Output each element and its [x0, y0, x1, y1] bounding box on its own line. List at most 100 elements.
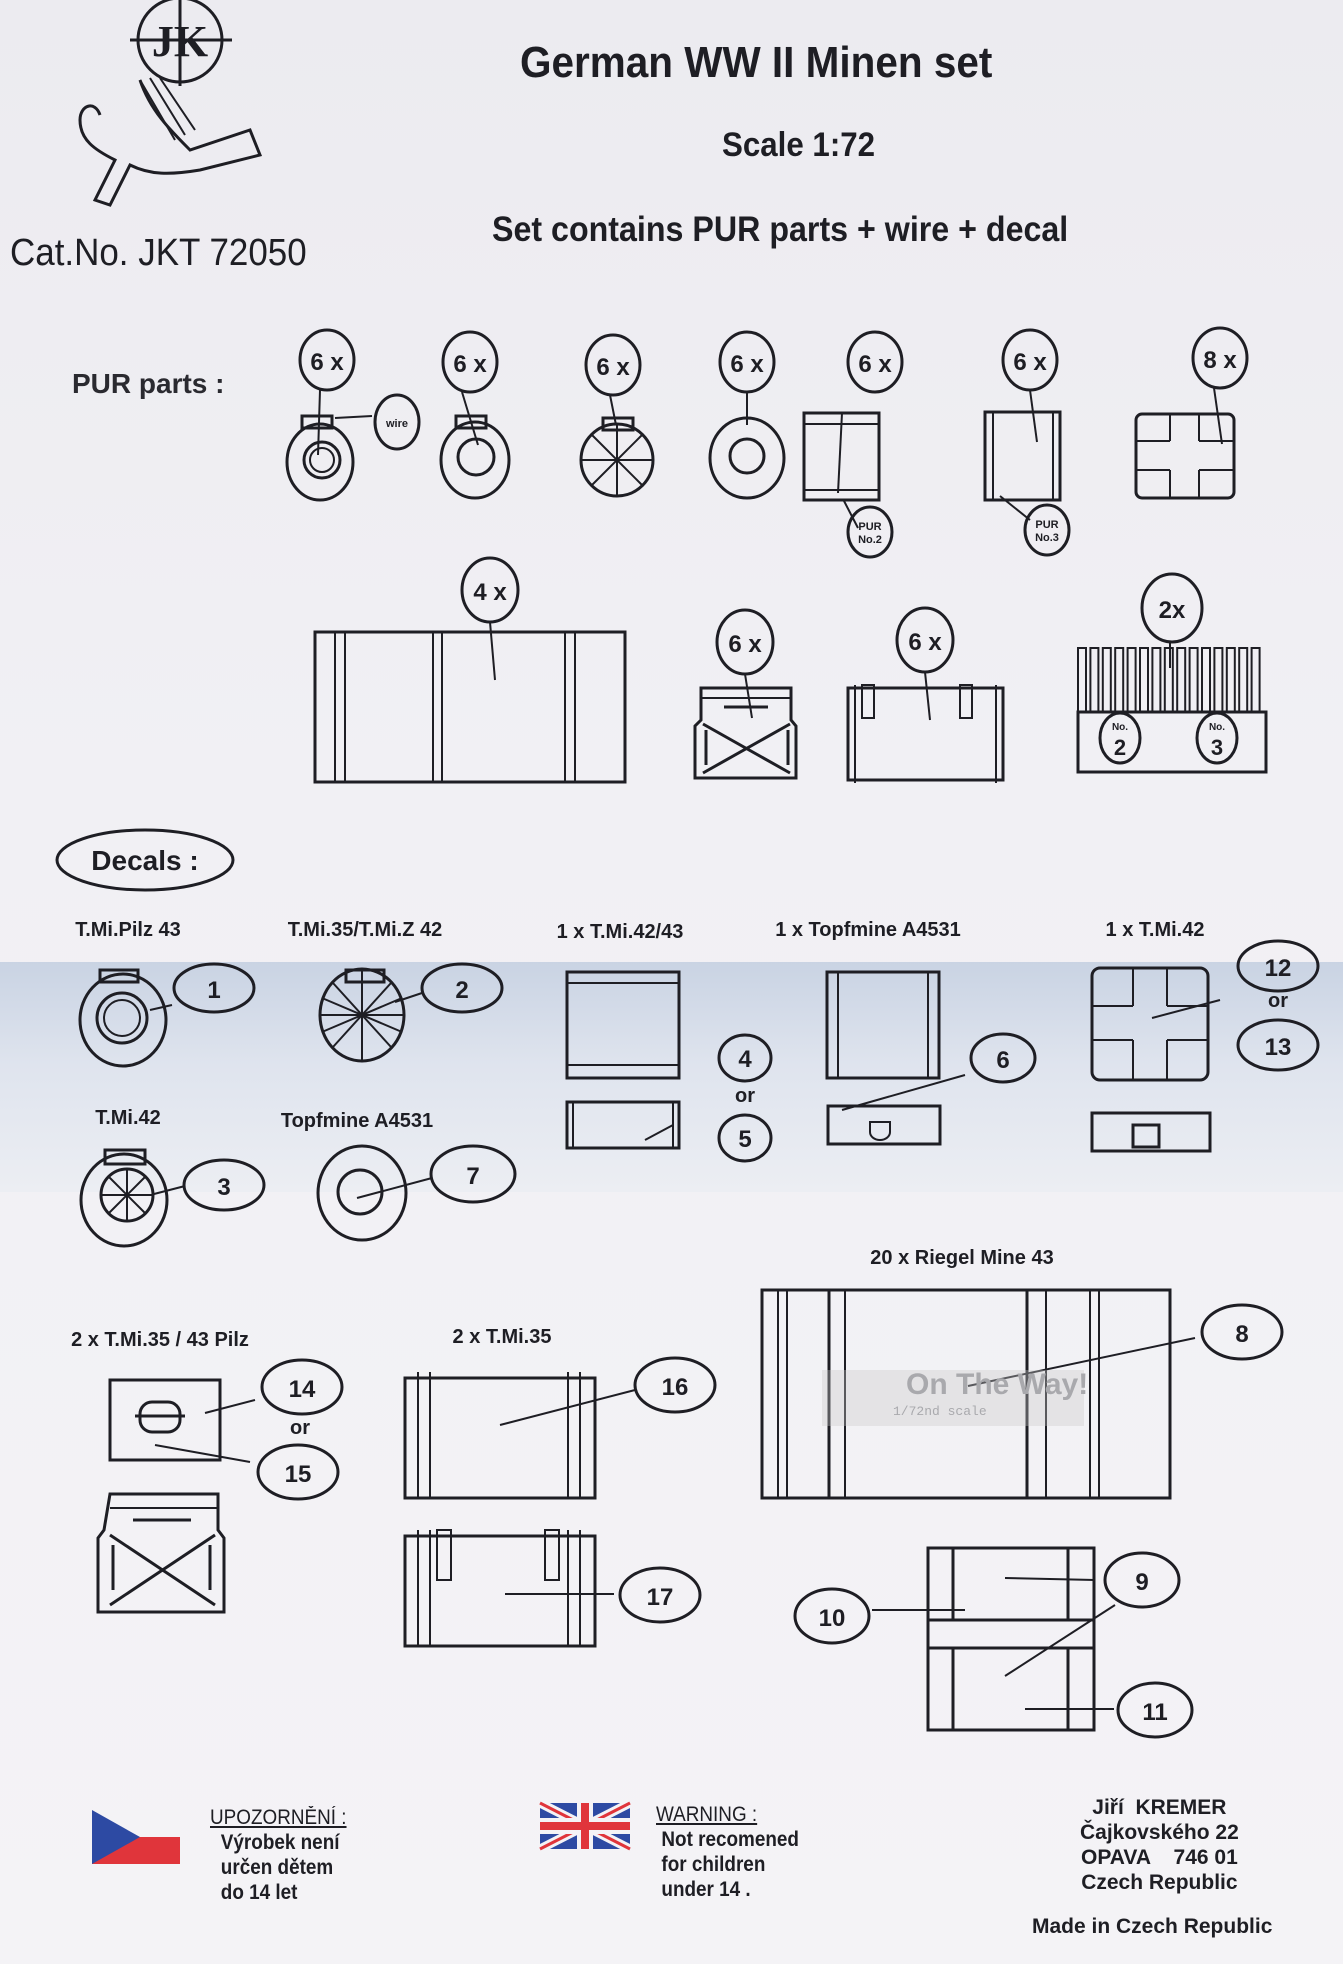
decal-number: 5 — [738, 1126, 751, 1153]
sprue-tooth — [1225, 647, 1236, 713]
address-line: Jiří KREMER — [1092, 1796, 1227, 1819]
decal-number: 4 — [738, 1046, 752, 1073]
qty-label: 6 x — [858, 351, 892, 378]
griffin-logo: JK — [78, 0, 263, 207]
pur-part-4: 6 x — [708, 330, 786, 500]
uk-flag-icon — [537, 1798, 633, 1854]
sprue-tooth — [1163, 647, 1174, 713]
english-warning: WARNING : Not recomened for children und… — [656, 1802, 799, 1902]
marker-label: No. — [1209, 722, 1225, 733]
qty-label: 4 x — [473, 579, 507, 606]
decal-3-figure: 3 — [79, 1148, 266, 1248]
pur-part-10: 6 x — [846, 606, 1005, 783]
decal-6-figure: 6 — [825, 970, 1037, 1146]
decal-number: 14 — [289, 1376, 316, 1403]
qty-label: 8 x — [1203, 347, 1237, 374]
czech-warning-line: do 14 let — [220, 1881, 298, 1904]
decal-group-title: 2 x T.Mi.35 / 43 Pilz — [71, 1329, 249, 1351]
or-label: or — [1268, 990, 1288, 1012]
pur-part-9: 6 x — [693, 608, 798, 780]
decal-group-title: Topfmine A4531 — [281, 1110, 433, 1132]
czech-warning-heading: UPOZORNĚNÍ : — [210, 1806, 347, 1829]
decal-group-title: 20 x Riegel Mine 43 — [870, 1247, 1053, 1269]
marker-label: No. — [1112, 722, 1128, 733]
decal-8-figure — [760, 1288, 1172, 1500]
decal-number: 8 — [1235, 1321, 1248, 1348]
decal-number: 11 — [1142, 1699, 1167, 1726]
decal-group-title: 1 x Topfmine A4531 — [775, 919, 961, 941]
decal-7-figure: 7 — [316, 1144, 517, 1242]
qty-label: 6 x — [1013, 349, 1047, 376]
qty-label: 2x — [1159, 597, 1186, 624]
marker-number: 3 — [1211, 735, 1223, 760]
watermark-banner — [822, 1370, 1084, 1426]
pur-part-7: 8 x — [1134, 326, 1249, 500]
manufacturer-address: Jiří KREMER Čajkovského 22 OPAVA 746 01 … — [1080, 1795, 1239, 1895]
decal-number: 1 — [207, 977, 220, 1004]
decal-number: 10 — [819, 1605, 846, 1632]
sprue-tooth — [1139, 647, 1149, 713]
decal-number: 17 — [647, 1584, 674, 1611]
decal-number: 3 — [217, 1174, 230, 1201]
decals-heading: Decals : — [55, 828, 235, 892]
pur-part-5: 6 x PUR No.2 — [802, 330, 904, 559]
english-warning-heading: WARNING : — [656, 1803, 758, 1826]
decal-1-figure: 1 — [78, 962, 256, 1068]
pur-part-3: 6 x — [579, 333, 655, 498]
sprue-tooth — [1101, 647, 1112, 713]
english-warning-line: for children — [661, 1853, 766, 1876]
sprue-tooth — [1176, 647, 1187, 713]
czech-warning-line: Výrobek není — [220, 1831, 340, 1854]
sprue-tooth — [1201, 647, 1211, 713]
decal-group-title: T.Mi.42 — [95, 1107, 161, 1129]
sprue-tooth — [1213, 647, 1224, 713]
sprue-tooth — [1077, 647, 1087, 713]
or-label: or — [735, 1085, 755, 1107]
callout-label: No.2 — [858, 534, 882, 546]
callout-label: PUR — [1035, 519, 1058, 531]
decal-number: 13 — [1265, 1034, 1292, 1061]
or-label: or — [290, 1417, 310, 1439]
wire-label: wire — [385, 418, 408, 430]
pur-part-1: 6 x wire — [285, 328, 421, 502]
decal-12-13-figure: 12 or 13 — [1090, 939, 1320, 1153]
qty-label: 6 x — [730, 351, 764, 378]
decal-number: 12 — [1265, 955, 1292, 982]
address-line: Czech Republic — [1081, 1871, 1238, 1894]
decal-8-callout: 8 — [967, 1303, 1284, 1387]
svg-text:JK: JK — [152, 17, 208, 66]
decal-group-title: T.Mi.35/T.Mi.Z 42 — [288, 919, 442, 941]
decal-number: 16 — [662, 1374, 689, 1401]
pur-parts-label: PUR parts : — [72, 368, 225, 399]
decal-group-title: T.Mi.Pilz 43 — [75, 919, 181, 941]
decal-number: 6 — [996, 1047, 1009, 1074]
pur-part-8: 4 x — [313, 556, 627, 784]
catalog-number: Cat.No. JKT 72050 — [10, 232, 307, 274]
pur-part-11: 2x No. 2 No. 3 — [1076, 572, 1268, 774]
czech-warning: UPOZORNĚNÍ : Výrobek není určen dětem do… — [210, 1805, 347, 1905]
sprue-tooth — [1188, 647, 1199, 713]
sprue-tooth — [1126, 647, 1137, 713]
decals-label: Decals : — [91, 845, 198, 876]
sprue-tooth — [1114, 647, 1125, 713]
address-line: OPAVA 746 01 — [1080, 1846, 1238, 1869]
decal-number: 2 — [455, 977, 468, 1004]
decal-number: 9 — [1135, 1569, 1148, 1596]
decal-4-5-figure: 4 or 5 — [565, 970, 773, 1163]
decal-2-figure: 2 — [318, 962, 504, 1063]
pur-part-2: 6 x — [439, 330, 511, 500]
qty-label: 6 x — [310, 349, 344, 376]
sprue-tooth — [1238, 647, 1249, 713]
callout-label: PUR — [858, 521, 881, 533]
czech-flag-icon — [92, 1810, 180, 1864]
sprue-tooth — [1250, 647, 1261, 713]
callout-label: No.3 — [1035, 532, 1059, 544]
qty-label: 6 x — [908, 629, 942, 656]
decal-9-10-11-figure: 9 10 11 — [793, 1546, 1194, 1739]
contents-label: Set contains PUR parts + wire + decal — [492, 210, 1069, 249]
sprue-tooth — [1151, 647, 1162, 713]
qty-label: 6 x — [728, 631, 762, 658]
qty-label: 6 x — [596, 354, 630, 381]
address-line: Čajkovského 22 — [1080, 1821, 1239, 1844]
